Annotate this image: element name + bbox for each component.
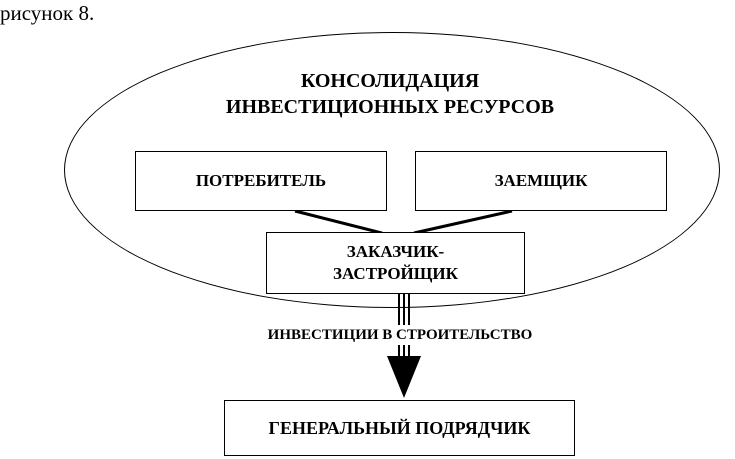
consolidation-title-line1: КОНСОЛИДАЦИЯ [300, 70, 480, 92]
consumer-label: ПОТРЕБИТЕЛЬ [195, 171, 327, 190]
developer-box: ЗАКАЗЧИК- ЗАСТРОЙЩИК [266, 232, 525, 294]
investment-arrow [387, 294, 421, 398]
general-contractor-label: ГЕНЕРАЛЬНЫЙ ПОДРЯДЧИК [268, 418, 531, 438]
borrower-to-developer-line [413, 209, 513, 235]
figure-caption: рисунок 8. [0, 1, 95, 25]
developer-label-line1: ЗАКАЗЧИК- [346, 242, 445, 261]
consolidation-ellipse [64, 32, 720, 308]
borrower-label: ЗАЕМЩИК [494, 171, 588, 190]
consolidation-title: КОНСОЛИДАЦИЯ ИНВЕСТИЦИОННЫХ РЕСУРСОВ [170, 68, 610, 120]
consolidation-title-line2: ИНВЕСТИЦИОННЫХ РЕСУРСОВ [225, 96, 555, 118]
general-contractor-box: ГЕНЕРАЛЬНЫЙ ПОДРЯДЧИК [224, 400, 575, 456]
consumer-box: ПОТРЕБИТЕЛЬ [135, 151, 387, 211]
consumer-to-developer-line [294, 209, 383, 235]
borrower-box: ЗАЕМЩИК [415, 151, 667, 211]
developer-label-line2: ЗАСТРОЙЩИК [333, 264, 458, 283]
arrow-label: ИНВЕСТИЦИИ В СТРОИТЕЛЬСТВО [220, 325, 580, 345]
arrow-head [387, 356, 421, 398]
